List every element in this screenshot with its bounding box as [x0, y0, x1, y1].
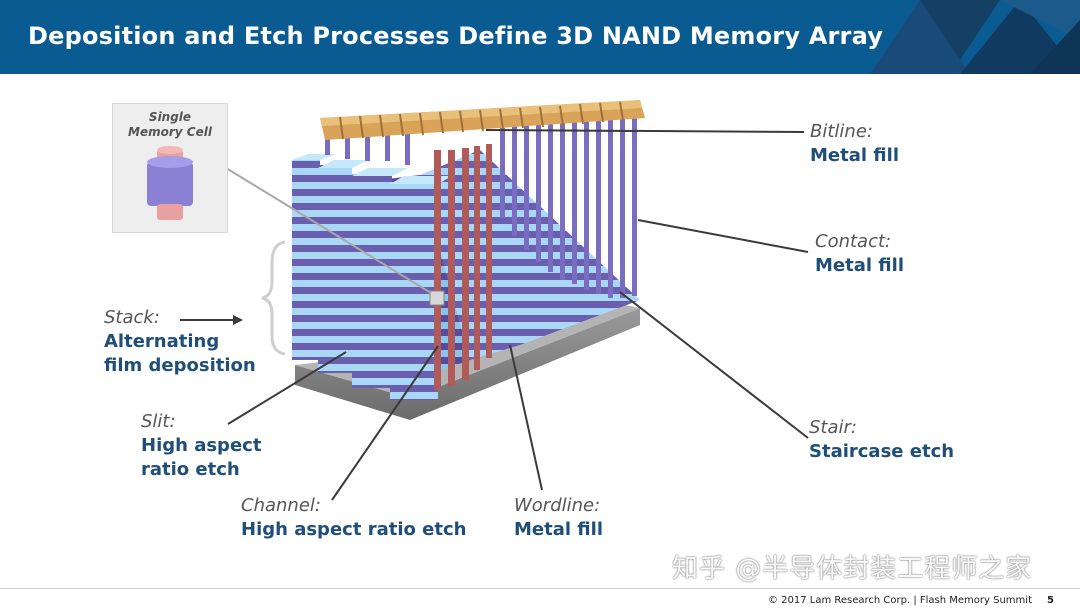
channel-title: Channel:: [241, 495, 321, 516]
wordline-label: Wordline: Metal fill: [514, 494, 603, 542]
callout-lines: [227, 129, 809, 501]
watermark: 知乎 @半导体封装工程师之家: [672, 554, 1033, 584]
channel-label: Channel: High aspect ratio etch: [241, 494, 466, 542]
channel-pillars: [434, 144, 492, 390]
page-number: 5: [1047, 595, 1054, 606]
footer-divider: [0, 588, 1080, 589]
contact-pillars: [325, 106, 637, 298]
stack-desc-line1: Alternating: [104, 331, 220, 352]
wordline-title: Wordline:: [514, 495, 601, 516]
memory-cell-caption-line2: Memory Cell: [128, 125, 212, 139]
stack-label: Stack: Alternating film deposition: [104, 306, 256, 378]
nand-array-diagram: [180, 100, 809, 501]
slit-label: Slit: High aspect ratio etch: [141, 410, 261, 482]
contact-label: Contact: Metal fill: [815, 230, 904, 278]
stack-brace: [261, 240, 286, 356]
slit-desc-line2: ratio etch: [141, 459, 240, 480]
channel-desc: High aspect ratio etch: [241, 519, 467, 540]
bitline-label: Bitline: Metal fill: [810, 120, 899, 168]
slit-desc-line1: High aspect: [141, 435, 262, 456]
page-title: Deposition and Etch Processes Define 3D …: [28, 22, 884, 50]
wordline-desc: Metal fill: [514, 519, 603, 540]
header-banner: Deposition and Etch Processes Define 3D …: [0, 0, 1080, 74]
memory-cell-caption-line1: Single: [148, 110, 192, 124]
stack-title: Stack:: [104, 307, 160, 328]
memory-cell-inset: Single Memory Cell: [112, 103, 228, 233]
stair-title: Stair:: [809, 417, 857, 438]
bitline-desc: Metal fill: [810, 145, 899, 166]
slit-title: Slit:: [141, 411, 176, 432]
stack-desc-line2: film deposition: [104, 355, 256, 376]
header-triangle-decoration: [870, 0, 1080, 74]
stair-label: Stair: Staircase etch: [809, 416, 954, 464]
footer-copyright: © 2017 Lam Research Corp. | Flash Memory…: [767, 595, 1032, 606]
memory-cell-illustration: [147, 146, 193, 220]
stack-arrow: [180, 315, 243, 325]
cell-callout-line: [225, 167, 432, 294]
bitline-bars: [320, 100, 645, 140]
stair-desc: Staircase etch: [809, 441, 955, 462]
bitline-title: Bitline:: [810, 121, 873, 142]
contact-desc: Metal fill: [815, 255, 904, 276]
stack-slabs: [292, 154, 452, 400]
cell-marker: [429, 290, 445, 306]
memory-cell-caption: Single Memory Cell: [113, 110, 227, 140]
contact-title: Contact:: [815, 231, 892, 252]
